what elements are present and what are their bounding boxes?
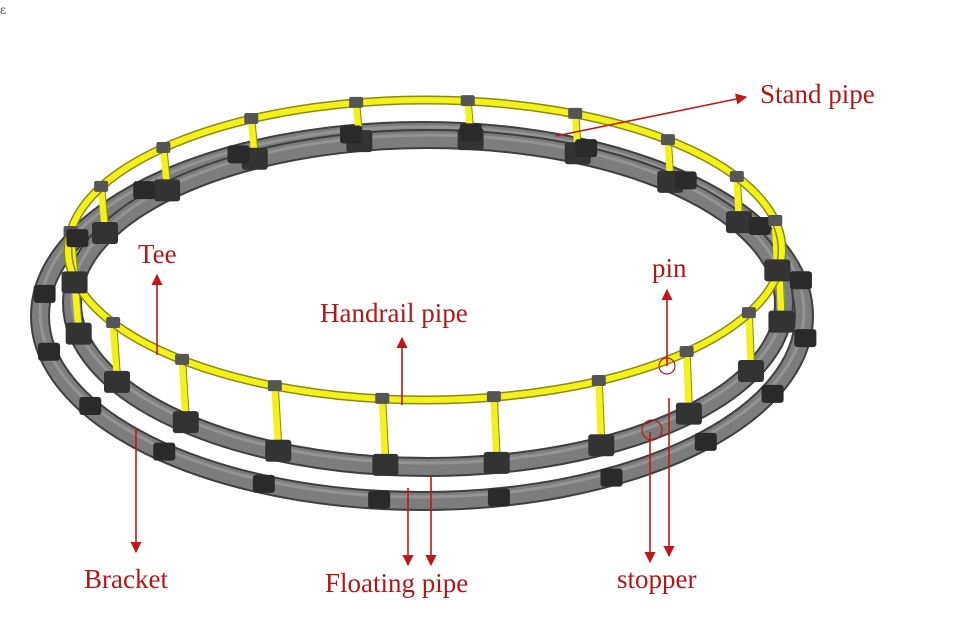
bracket-fitting — [265, 439, 292, 462]
tee-fitting — [741, 307, 756, 319]
stand-pipe — [745, 312, 755, 367]
bracket-outer-fitting — [153, 442, 176, 461]
label-pin: pin — [652, 253, 687, 283]
stand-pipe — [109, 322, 121, 378]
stand-pipe — [378, 398, 389, 460]
annotation-arrows — [130, 93, 748, 567]
tee-fitting — [375, 392, 390, 404]
bracket-outer-fitting — [38, 342, 61, 361]
bracket-fitting — [588, 434, 615, 457]
bracket-outer-fitting — [674, 171, 697, 190]
stand-pipe — [159, 147, 171, 186]
stand-pipe-edge — [751, 313, 755, 367]
stand-pipe-edge — [601, 381, 606, 441]
bracket-outer-fitting — [340, 125, 363, 144]
bracket-fitting — [154, 179, 181, 202]
stand-pipe — [595, 380, 605, 441]
corner-mark: ε — [0, 3, 6, 17]
tee-fitting — [267, 380, 282, 392]
tee-fitting — [486, 391, 501, 403]
bracket-outer-fitting — [761, 384, 784, 403]
arrow-stand-pipe — [555, 93, 748, 137]
bracket-outer-fitting — [487, 488, 510, 507]
label-stand-pipe: Stand pipe — [760, 79, 875, 109]
bracket-outer-fitting — [66, 229, 89, 248]
stand-pipe — [683, 351, 693, 409]
bracket-outer-fitting — [748, 216, 771, 235]
bracket-outer-fitting — [33, 284, 56, 303]
tee-fitting — [106, 317, 121, 329]
label-tee: Tee — [138, 239, 177, 269]
bracket-fitting — [768, 310, 795, 333]
bracket-fitting — [65, 322, 92, 345]
stand-pipe-edge — [385, 398, 390, 460]
bracket-fitting — [675, 402, 702, 425]
label-handrail-pipe: Handrail pipe — [320, 298, 468, 328]
tee-fitting — [591, 375, 606, 387]
stand-pipe-edge — [104, 186, 110, 229]
tee-fitting — [768, 215, 783, 227]
bracket-outer-fitting — [368, 490, 391, 509]
bracket-fitting — [372, 453, 399, 476]
stand-pipe — [97, 186, 109, 229]
label-bracket: Bracket — [84, 564, 168, 594]
tee-fitting — [349, 96, 364, 108]
stand-pipe — [664, 139, 674, 178]
bracket-outer-fitting — [794, 329, 817, 348]
stand-pipe-edge — [496, 397, 501, 458]
tee-fitting — [175, 353, 190, 365]
bracket-fitting — [92, 222, 119, 245]
label-stopper: stopper — [617, 564, 696, 594]
label-floating-pipe: Floating pipe — [325, 568, 468, 598]
tee-fitting — [94, 180, 109, 192]
stopper-highlight — [641, 419, 663, 441]
stand-pipe — [178, 359, 190, 418]
pin-highlight — [658, 357, 676, 375]
bracket-fitting — [61, 271, 88, 294]
tee-fitting — [729, 170, 744, 182]
bracket-fitting — [104, 370, 131, 393]
bracket-outer-fitting — [252, 474, 275, 493]
stand-pipe-edge — [185, 359, 190, 418]
tee-fitting — [156, 141, 171, 153]
bracket-fitting — [483, 451, 510, 474]
bracket-outer-fitting — [133, 181, 156, 200]
bracket-outer-fitting — [600, 468, 623, 487]
bracket-outer-fitting — [227, 145, 250, 164]
bracket-outer-fitting — [789, 271, 812, 290]
bracket-outer-fitting — [79, 397, 102, 416]
stand-pipe-edge — [689, 352, 693, 409]
bracket-fitting — [725, 211, 752, 234]
bracket-outer-fitting — [694, 432, 717, 451]
tee-fitting — [568, 107, 583, 119]
bracket-fitting — [764, 259, 791, 282]
bracket-fitting — [737, 359, 764, 382]
fittings — [33, 95, 817, 509]
tee-fitting — [679, 346, 694, 358]
stand-pipe-edge — [116, 322, 122, 377]
bracket-outer-fitting — [459, 123, 482, 142]
bracket-outer-fitting — [575, 139, 598, 158]
stand-pipe — [733, 176, 743, 218]
stand-pipe — [271, 385, 282, 446]
stand-pipe — [490, 397, 501, 459]
stand-pipe-edge — [166, 147, 172, 186]
handrail-pipe — [63, 95, 787, 405]
tee-fitting — [244, 112, 259, 124]
tee-fitting — [460, 95, 475, 107]
tee-fitting — [660, 134, 675, 146]
bracket-fitting — [172, 411, 199, 434]
stand-pipe-edge — [277, 386, 283, 446]
